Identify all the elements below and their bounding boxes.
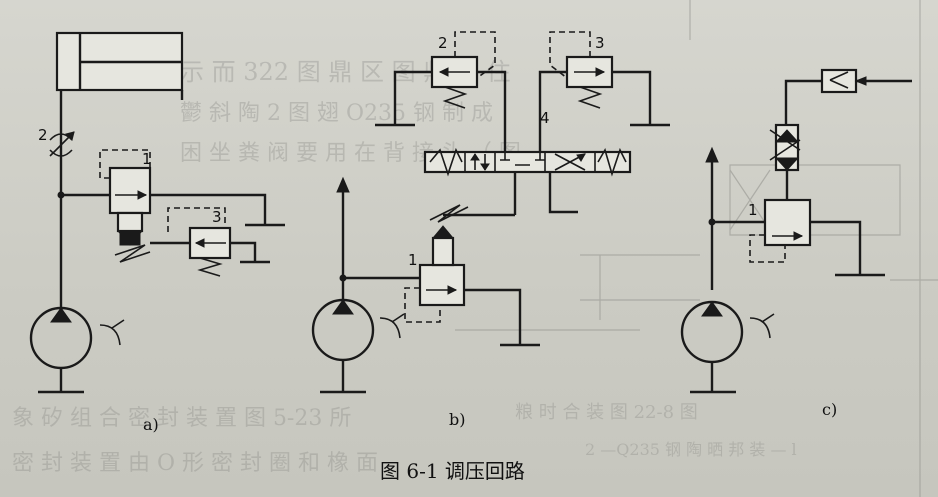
label-a-2: 2: [38, 126, 48, 144]
relief-valve-c-1: [763, 198, 812, 247]
panel-b: 2 3 4: [311, 31, 670, 429]
label-a-3: 3: [212, 208, 222, 226]
spring-left-icon: [429, 147, 463, 177]
panel-a: 2 1 3 a): [29, 31, 285, 434]
bleed-line-2: 鬱 斜 陶 2 图 翅 O235 钢 制 成: [180, 101, 493, 126]
spring-b-icon: [429, 204, 469, 223]
label-b-1: 1: [408, 251, 418, 269]
remote-pilot-valve: [820, 68, 858, 94]
label-b-2: 2: [438, 34, 448, 52]
panel-c-label: c): [822, 400, 837, 419]
spring-icon: [114, 244, 151, 263]
pump-drive-icon: [99, 319, 125, 346]
panel-b-label: b): [449, 410, 465, 429]
panel-c: 1 c): [680, 68, 912, 419]
spring-right-icon: [597, 147, 627, 177]
bleed-line-7: 2 —Q235 钢 陶 晒 邦 装 — l: [585, 440, 797, 459]
directional-valve-4: [423, 150, 632, 174]
bleed-line-6: 粮 时 合 装 图 22-8 图: [515, 402, 698, 423]
bleed-line-5: 密 封 装 置 由 O 形 密 封 圈 和 橡 面: [12, 451, 378, 476]
label-b-4: 4: [540, 109, 550, 127]
panel-a-label: a): [143, 415, 159, 434]
bleed-line-4: 象 矽 组 合 密 封 装 置 图 5-23 所: [12, 406, 351, 431]
figure-caption: 图 6-1 调压回路: [380, 459, 525, 483]
bleed-through-layer: 示 而 322 图 鼎 区 图 鼎 合 住 鬱 斜 陶 2 图 翅 O235 钢…: [12, 0, 938, 497]
label-c-1: 1: [748, 201, 758, 219]
label-a-1: 1: [142, 150, 152, 168]
relief-valve-b-1: [418, 263, 466, 307]
relief-valve-1: [108, 166, 152, 215]
label-b-3: 3: [595, 34, 605, 52]
